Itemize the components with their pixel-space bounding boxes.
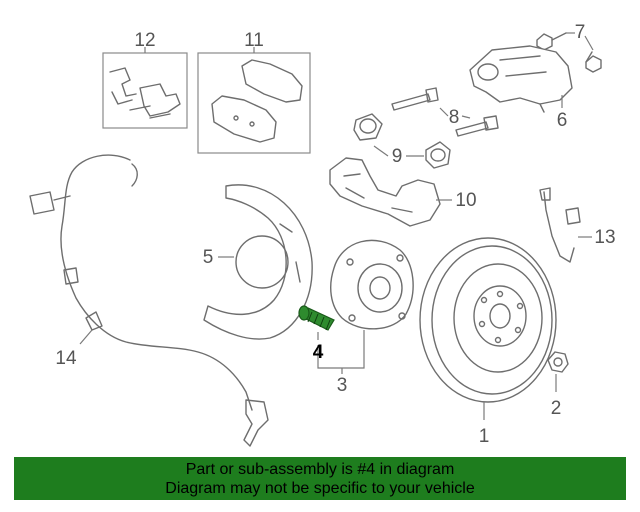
callout-4: 4 — [313, 342, 324, 363]
callout-3: 3 — [337, 375, 348, 396]
callout-13: 13 — [594, 227, 615, 248]
callout-7: 7 — [575, 22, 586, 43]
banner-line-1: Part or sub-assembly is #4 in diagram — [185, 461, 455, 478]
callout-10: 10 — [455, 190, 476, 211]
part-10-caliper-bracket[interactable] — [329, 157, 441, 227]
part-2-hub-nut[interactable] — [547, 351, 569, 373]
part-13-brake-hose[interactable] — [539, 187, 581, 263]
callout-14: 14 — [55, 348, 77, 369]
part-8-guide-pins[interactable] — [391, 87, 499, 137]
parts-diagram: 12 11 7 6 8 9 — [29, 22, 616, 447]
part-1-brake-rotor[interactable] — [419, 237, 557, 403]
info-banner: Part or sub-assembly is #4 in diagram Di… — [14, 457, 626, 500]
part-3-hub-bearing[interactable] — [330, 239, 414, 330]
callout-5: 5 — [203, 247, 214, 268]
callout-1: 1 — [479, 426, 490, 447]
part-11-brake-pads[interactable] — [197, 52, 311, 154]
callout-2: 2 — [551, 398, 562, 419]
part-4-wheel-stud[interactable] — [298, 305, 335, 331]
callout-8: 8 — [449, 107, 460, 128]
part-7-bolt[interactable] — [536, 32, 602, 73]
callout-6: 6 — [557, 110, 568, 131]
callout-11: 11 — [244, 30, 264, 51]
part-6-caliper[interactable] — [469, 45, 573, 113]
part-14-speed-sensor[interactable] — [29, 154, 269, 447]
part-5-splash-shield[interactable] — [203, 184, 313, 340]
callout-12: 12 — [134, 30, 155, 51]
part-9-boots[interactable] — [353, 113, 451, 169]
banner-line-2: Diagram may not be specific to your vehi… — [165, 480, 475, 497]
part-12-pad-hardware[interactable] — [102, 52, 188, 129]
callout-9: 9 — [392, 146, 403, 167]
